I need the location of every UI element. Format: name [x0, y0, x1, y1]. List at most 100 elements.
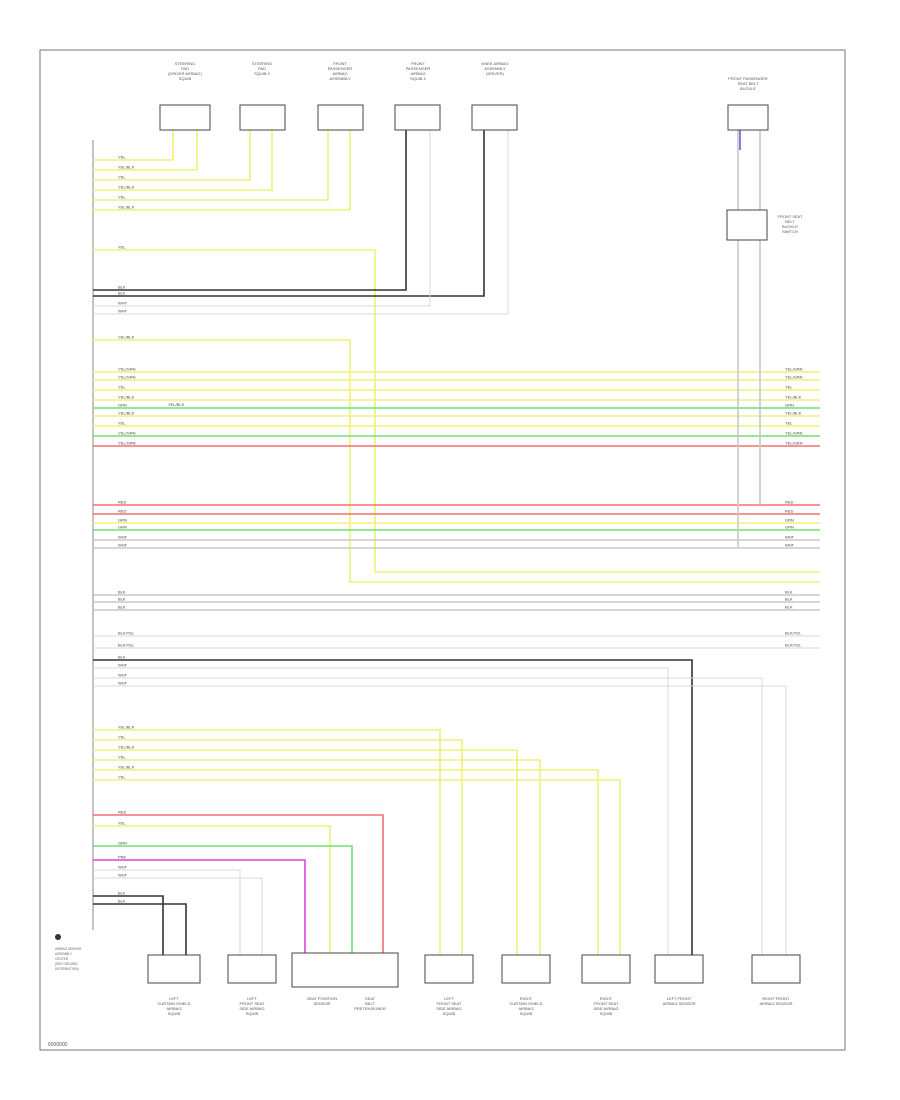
wire-band-label-left-14: WHT: [118, 535, 128, 540]
wire-band-label-right-16: BLK: [785, 590, 793, 595]
wire-band-label-left-9: YEL/GRN: [118, 441, 136, 446]
component-label-top2-3: SQUIB 2: [254, 71, 271, 76]
wire-blk-bot-2: [93, 903, 187, 955]
wire-wht-2-label: WHT: [118, 309, 128, 314]
wire-low-6: [93, 779, 621, 955]
component-label-bot3a-1: SEAT POSITION: [307, 996, 337, 1001]
component-top2-box: [239, 104, 286, 131]
component-label-top5-2: ASSEMBLY: [484, 66, 506, 71]
component-label-bot5-1: RIGHT: [520, 996, 533, 1001]
wire-band-label-left-15: WHT: [118, 543, 128, 548]
component-mid1-box: [726, 209, 768, 241]
wire-top-label-1: YEL: [118, 155, 126, 160]
wire-band-label-right-4: YEL/BLK: [785, 395, 802, 400]
wire-top-label-4: YEL/BLK: [118, 185, 135, 190]
wire-wht-bot-1-label: WHT: [118, 865, 128, 870]
wire-red-low: [93, 814, 384, 953]
wire-wht-low-3: [93, 685, 787, 955]
component-label-bot6-4: SQUIB: [600, 1011, 613, 1016]
wire-band-label-right-8: YEL/GRN: [785, 431, 803, 436]
component-label-bot4-1: LEFT: [444, 996, 454, 1001]
wires-group: YEL YEL/BLK YEL YEL/BLK YEL YEL/BLK YEL BLK BLK W…: [93, 130, 820, 955]
wire-band-label-left-3: YEL: [118, 385, 126, 390]
wire-top-2: [93, 130, 198, 171]
wire-band-label-right-3: YEL: [785, 385, 793, 390]
wire-band-label-left-5: GRN: [118, 403, 127, 408]
ground-symbol-icon: [55, 934, 61, 940]
wire-band-label-left-7: YEL: [118, 421, 126, 426]
component-label-top3-3: AIRBAG: [332, 71, 347, 76]
wire-blk-bot-1-label: BLK: [118, 891, 126, 896]
wire-band-label-left-2: YEL/GRN: [118, 375, 136, 380]
wire-wht-low-2: [93, 677, 763, 955]
component-label-bot2-2: FRONT SEAT: [240, 1001, 266, 1006]
component-label-bot3b-3: PRETENSIONER: [354, 1006, 386, 1011]
component-label-bot8-2: AIRBAG SENSOR: [759, 1001, 792, 1006]
wire-wht-low-1-label: WHT: [118, 663, 128, 668]
wire-pnk-low: [93, 859, 306, 953]
wire-top-label-6: YEL/BLK: [118, 205, 135, 210]
wire-low-2: [93, 739, 463, 955]
wire-grn-low-label: GRN: [118, 841, 127, 846]
wire-band-label-right-13: GRN: [785, 525, 794, 530]
wire-wht-bot-1: [93, 869, 241, 955]
wire-band-label-left-19: BLK/YEL: [118, 631, 135, 636]
component-label-bot6-3: SIDE AIRBAG: [593, 1006, 618, 1011]
wire-low-label-2: YEL: [118, 735, 126, 740]
wire-band-label-right-12: GRN: [785, 518, 794, 523]
wire-band-label-right-19: BLK/YEL: [785, 631, 802, 636]
component-label-top4-2: PASSENGER: [406, 66, 431, 71]
component-top1-box: [159, 104, 211, 131]
component-label-bot1-3: AIRBAG: [166, 1006, 181, 1011]
component-top4-box: [394, 104, 441, 131]
wire-band-label-left-6: YEL/BLK: [118, 411, 135, 416]
wire-band-label-right-14: WHT: [785, 535, 795, 540]
component-label-bot4-2: FRONT SEAT: [437, 1001, 463, 1006]
component-label-bot5-4: SQUIB: [520, 1011, 533, 1016]
wire-top-label-3: YEL: [118, 175, 126, 180]
component-bot5-box: [501, 954, 551, 984]
wire-long-yel2-label: YEL/BLK: [118, 335, 135, 340]
component-label-top5-3: (DRIVER): [486, 71, 504, 76]
component-label-bot7-2: AIRBAG SENSOR: [662, 1001, 695, 1006]
wire-wht-bot-2-label: WHT: [118, 873, 128, 878]
component-bot4-box: [424, 954, 474, 984]
wire-band-label-left-13: GRN: [118, 525, 127, 530]
wire-wht-low-2-label: WHT: [118, 673, 128, 678]
wire-band-label-left-16: BLK: [118, 590, 126, 595]
legend-line1: AIRBAG SENSOR: [55, 947, 82, 951]
legend-line4: (SEE GROUND: [55, 962, 78, 966]
wire-band-label-right-18: BLK: [785, 605, 793, 610]
wire-low-1: [93, 729, 441, 955]
wire-wht-low-3-label: WHT: [118, 681, 128, 686]
wire-low-label-3: YEL/BLK: [118, 745, 135, 750]
wire-band-label-left-8: YEL/GRN: [118, 431, 136, 436]
component-label-top1-1: STEERING: [175, 61, 195, 66]
wire-red-low-label: RED: [118, 810, 127, 815]
wire-long-yel: [93, 249, 820, 573]
component-label-bot2-4: SQUIB: [246, 1011, 259, 1016]
component-label-top5-1: KNEE AIRBAG: [482, 61, 509, 66]
component-label-bot4-3: SIDE AIRBAG: [436, 1006, 461, 1011]
wire-low-label-5: YEL/BLK: [118, 765, 135, 770]
wire-low-label-4: YEL: [118, 755, 126, 760]
component-label-top4-1: FRONT: [411, 61, 425, 66]
component-label-bot5-2: CURTAIN SHIELD: [510, 1001, 543, 1006]
wire-low-4: [93, 759, 541, 955]
wire-band-label-left-17: BLK: [118, 597, 126, 602]
wire-band-label-left-10: RED: [118, 500, 127, 505]
wire-band-label-right-11: RED: [785, 509, 794, 514]
component-label-bot4-4: SQUIB: [443, 1011, 456, 1016]
wire-blk-1-label: BLK: [118, 285, 126, 290]
component-label-top3-1: FRONT: [333, 61, 347, 66]
component-label-bot7-1: LEFT FRONT: [667, 996, 692, 1001]
component-bot1-box: [147, 954, 201, 984]
component-label-bot8-1: RIGHT FRONT: [762, 996, 790, 1001]
component-label-bot6-2: FRONT SEAT: [594, 1001, 620, 1006]
wire-low-5: [93, 769, 599, 955]
wire-blk-bot-1: [93, 895, 164, 955]
wire-band-label-left-1: YEL/GRN: [118, 367, 136, 372]
component-top6-box: [727, 104, 769, 131]
